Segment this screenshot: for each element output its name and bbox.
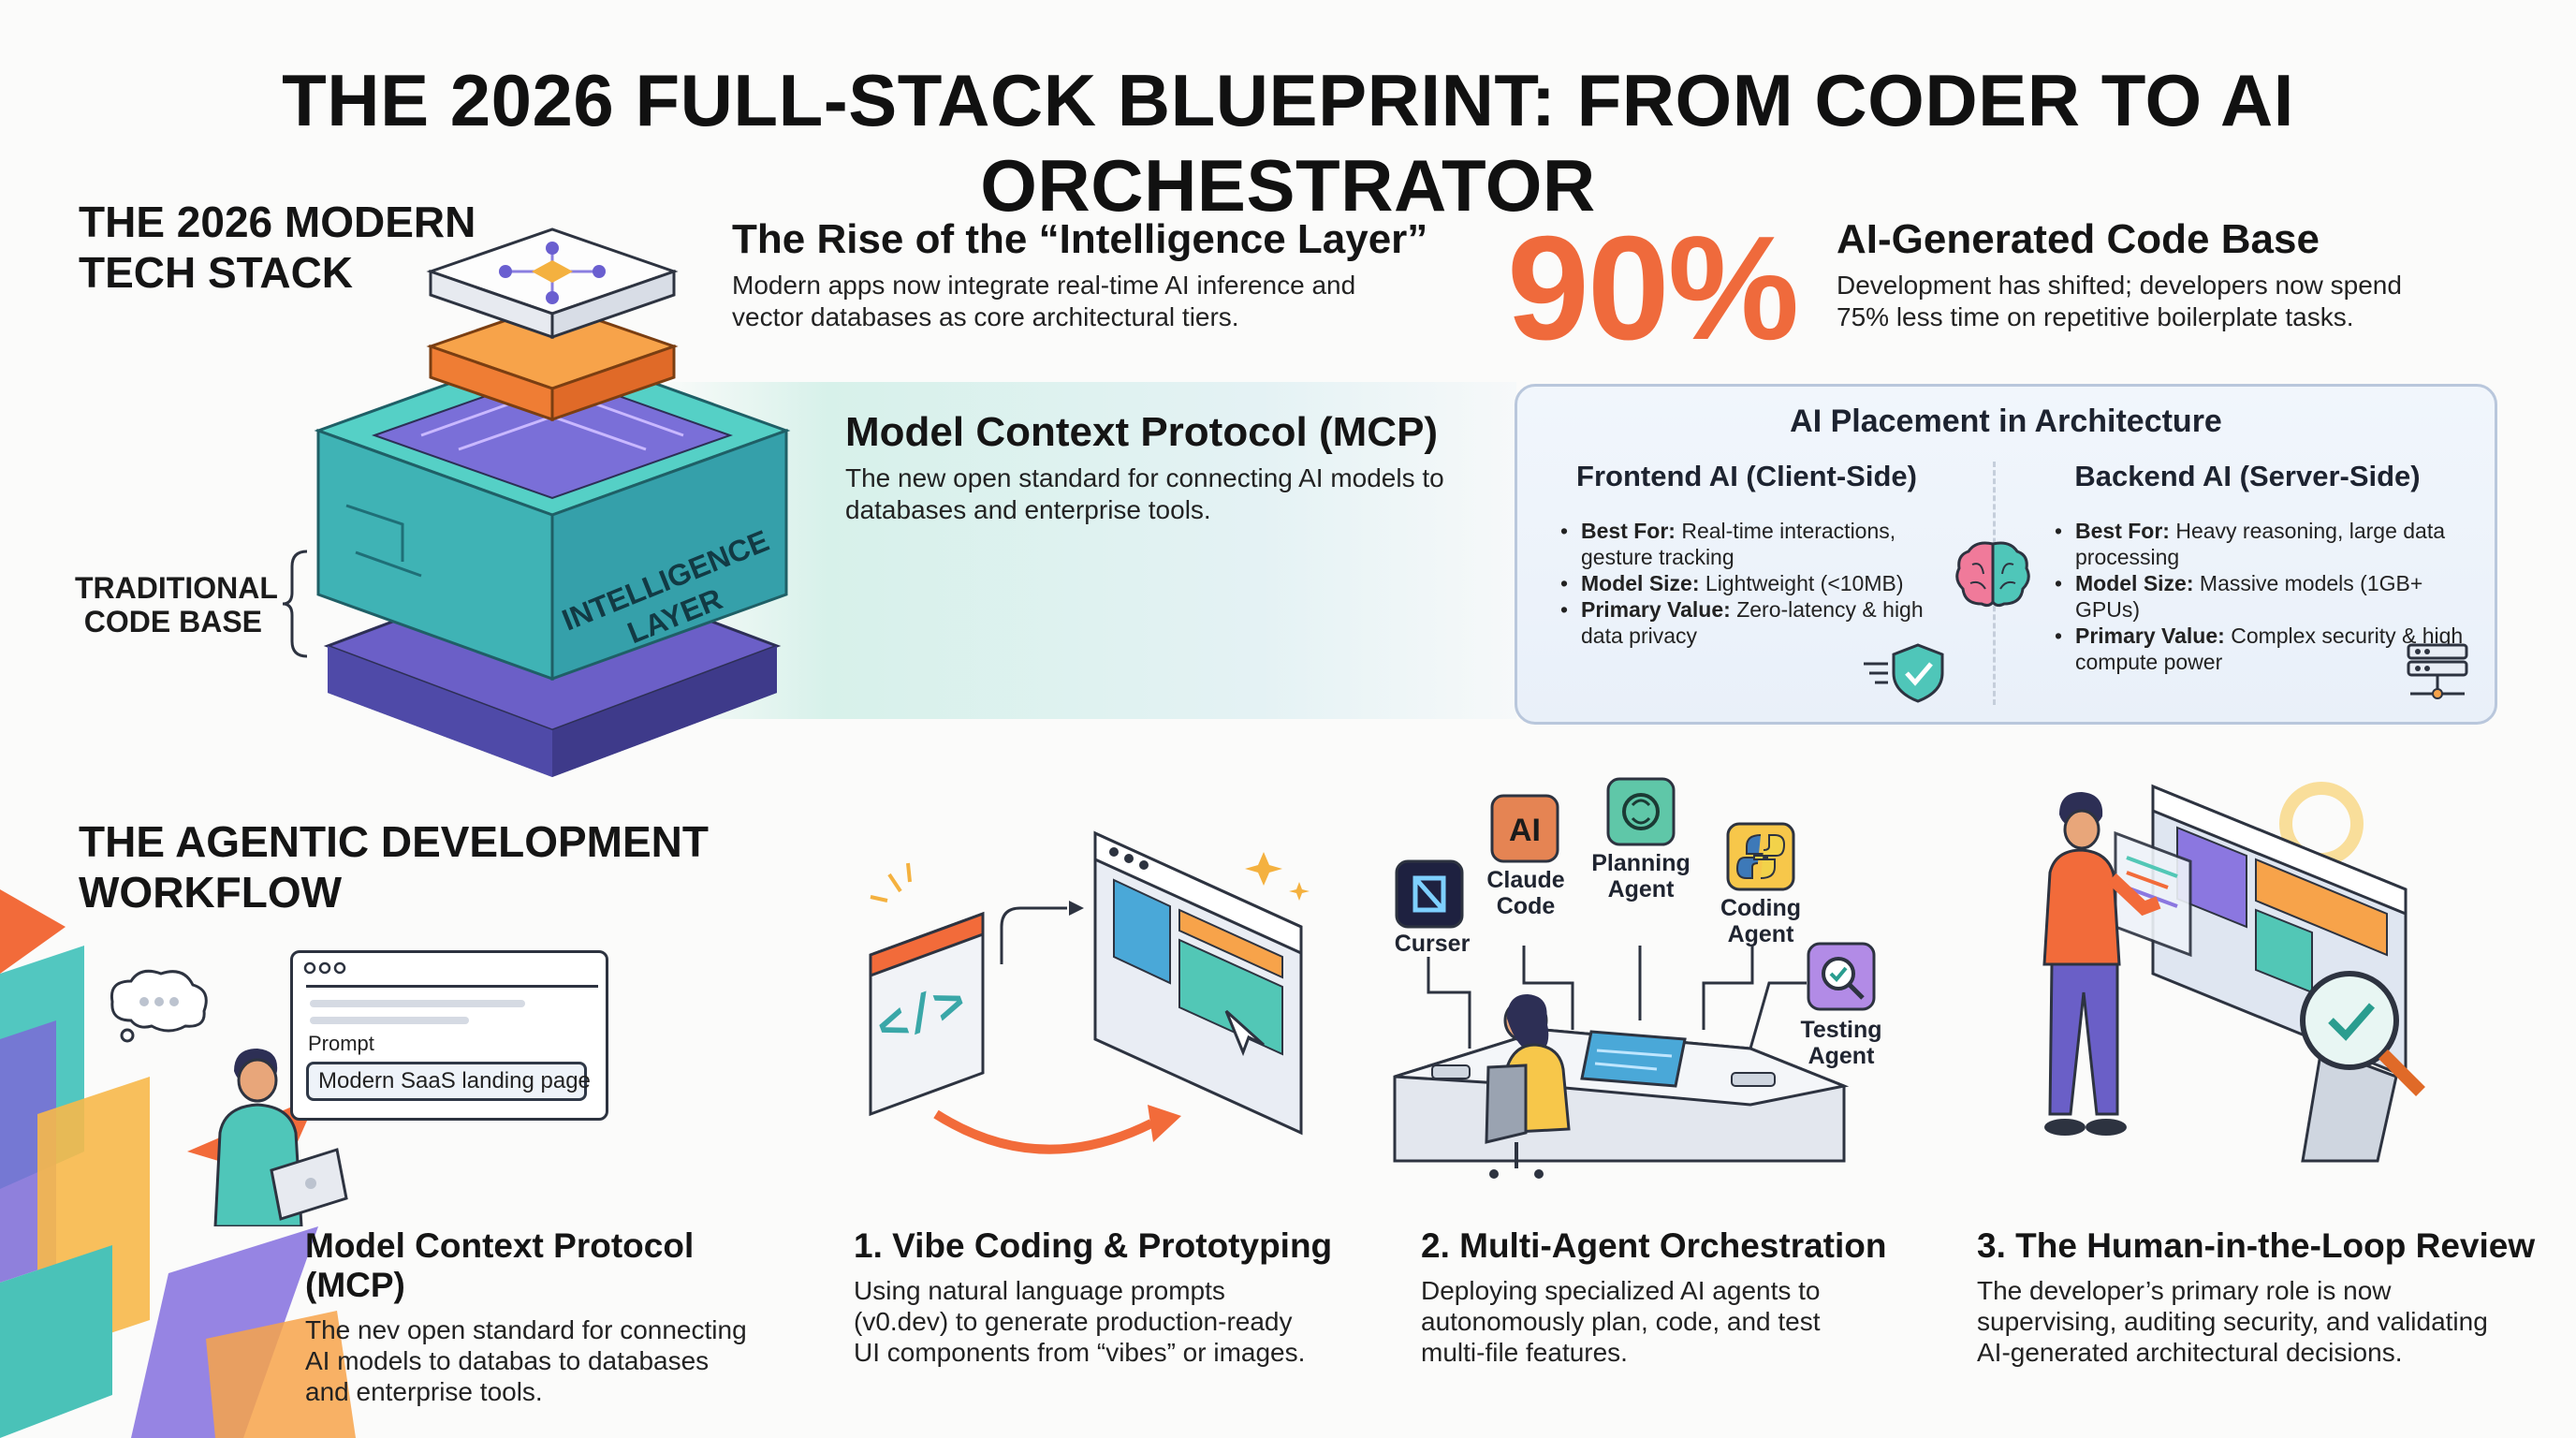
mcp-desc: The new open standard for connecting AI … [845,463,1444,524]
shield-check-icon [1864,643,1944,703]
testing-agent-label: Testing Agent [1800,1017,1882,1069]
backend-ai-list: Best For: Heavy reasoning, large datapro… [2053,518,2474,675]
svg-text:AI: AI [1509,813,1541,848]
ai-code-base-title: AI-Generated Code Base [1837,216,2320,262]
browser-window-icon [1093,830,1303,1136]
code-file-icon: </> [869,911,985,1117]
reviewer-person [2042,792,2161,1136]
frontend-ai-heading: Frontend AI (Client-Side) [1576,460,1917,492]
backend-ai-heading: Backend AI (Server-Side) [2074,460,2421,492]
ai-placement-title: AI Placement in Architecture [1790,404,2222,439]
coding-agent-icon [1726,822,1795,891]
list-item: Primary Value: Complex security & highco… [2053,623,2474,675]
multi-agent-illustration: Curser AI Claude Code Planning Agent Cod… [1310,777,1910,1180]
workflow-heading: THE AGENTIC DEVELOPMENT WORKFLOW [79,817,709,917]
magnifier-check-icon [2300,971,2425,1096]
step-title: 1. Vibe Coding & Prototyping [854,1226,1333,1265]
step-title: 2. Multi-Agent Orchestration [1421,1226,1887,1265]
ai-code-stat: 90% [1507,206,1799,371]
ai-code-base-desc: Development has shifted; developers now … [1837,271,2402,331]
list-item: Best For: Real-time interactions,gesture… [1559,518,1933,570]
list-item: Model Size: Massive models (1GB+ GPUs) [2053,570,2474,623]
window-titlebar-line [306,985,598,988]
workflow-step-human-review: 3. The Human-in-the-Loop Review The deve… [1977,1226,2557,1368]
brain-icon [1955,541,2030,608]
curser-app-icon [1395,859,1464,929]
frontend-ai-list: Best For: Real-time interactions,gesture… [1559,518,1933,649]
workflow-step-multi-agent: 2. Multi-Agent Orchestration Deploying s… [1421,1226,1945,1368]
human-review-illustration [2042,782,2425,1163]
coding-agent-label: Coding Agent [1720,895,1802,947]
workflow-step-mcp: Model Context Protocol (MCP) The nev ope… [305,1226,792,1407]
step-desc: Using natural language prompts (v0.dev) … [854,1276,1306,1367]
page-title: THE 2026 FULL-STACK BLUEPRINT: FROM CODE… [282,59,2294,227]
prompt-label: Prompt [308,1032,374,1055]
tech-stack-heading: THE 2026 MODERN TECH STACK [79,198,476,297]
step-desc: The nev open standard for connecting AI … [305,1315,747,1406]
decorative-shapes [0,889,356,1438]
mcp-title: Model Context Protocol (MCP) [845,409,1439,455]
ai-placement-panel: AI Placement in Architecture Frontend AI… [1515,384,2497,725]
thought-bubble-icon [110,969,208,1043]
vibe-coding-illustration: </> [869,830,1310,1154]
step-title: 3. The Human-in-the-Loop Review [1977,1226,2536,1265]
step-title: Model Context Protocol (MCP) [305,1226,695,1304]
sparkle-icon [870,852,1310,902]
top-network-layer [426,227,679,340]
server-rack-icon [2407,643,2468,699]
developer-with-laptop-illustration [213,1049,348,1226]
prompt-input[interactable]: Modern SaaS landing page [306,1062,591,1101]
brace-icon [282,550,308,658]
step-desc: Deploying specialized AI agents to auton… [1421,1276,1821,1367]
workstation-desk-illustration [1393,946,1850,1179]
window-dots-icon [303,961,346,975]
prompt-window: Prompt Modern SaaS landing page [290,950,608,1121]
intelligence-layer-title: The Rise of the “Intelligence Layer” [732,216,1428,262]
list-item: Best For: Heavy reasoning, large datapro… [2053,518,2474,570]
placeholder-line [310,1000,525,1007]
traditional-code-base-label: TRADITIONAL CODE BASE [75,571,278,638]
testing-agent-icon [1807,942,1876,1011]
planning-agent-label: Planning Agent [1591,850,1690,902]
claude-code-label: Claude Code [1486,867,1565,919]
claude-code-app-icon: AI [1490,794,1559,863]
intelligence-layer-desc: Modern apps now integrate real-time AI i… [732,271,1356,331]
planning-agent-icon [1606,777,1676,846]
list-item: Model Size: Lightweight (<10MB) [1559,570,1933,596]
tech-stack-illustration: INTELLIGENCE LAYER [314,227,791,777]
placeholder-line [310,1017,469,1024]
network-node-icon [499,242,606,304]
mcp-highlight-band [655,382,1516,719]
workflow-step-vibe-coding: 1. Vibe Coding & Prototyping Using natur… [854,1226,1359,1368]
step-desc: The developer’s primary role is now supe… [1977,1276,2488,1367]
intelligence-layer-block: INTELLIGENCE LAYER [314,345,791,682]
curser-label: Curser [1394,931,1471,957]
